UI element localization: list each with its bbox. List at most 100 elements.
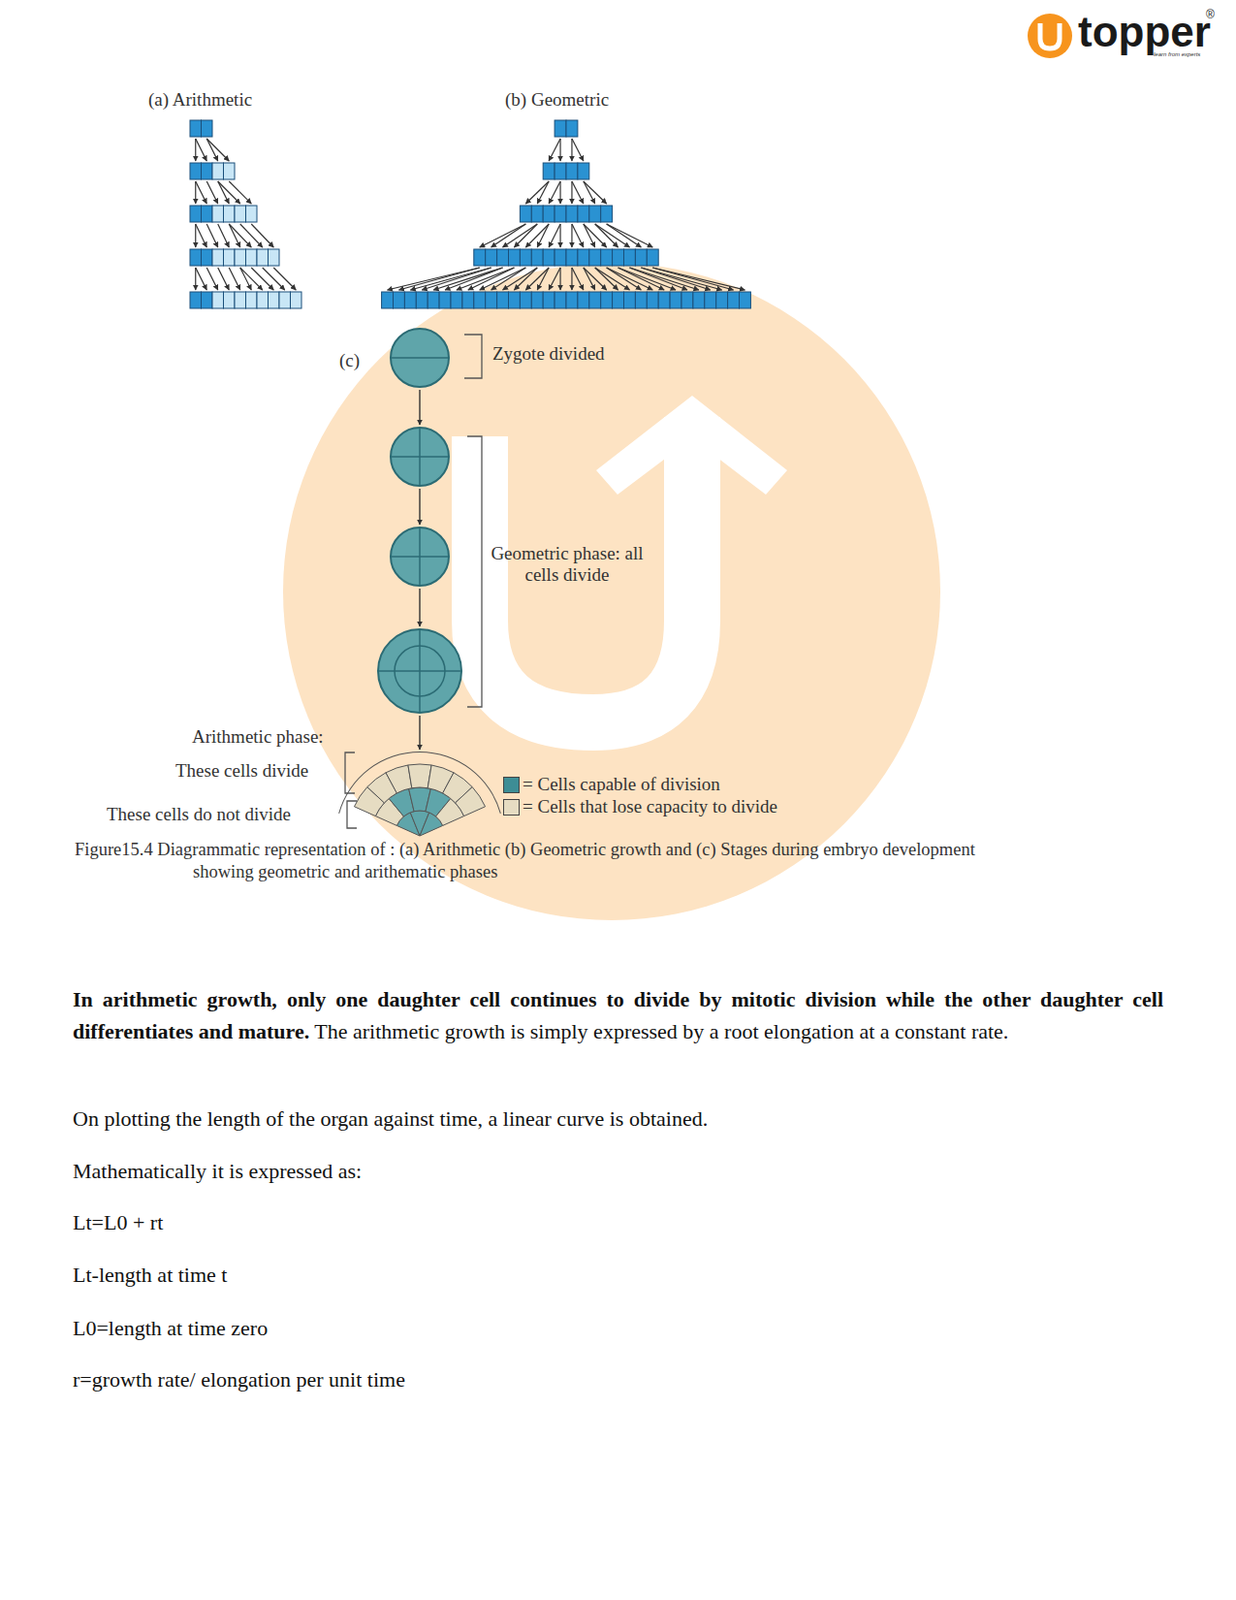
cell xyxy=(201,205,214,222)
division-arrow xyxy=(652,267,745,290)
cell xyxy=(554,120,567,137)
cell xyxy=(531,205,543,222)
cell xyxy=(612,291,625,309)
division-arrow xyxy=(206,267,219,290)
cell-wall xyxy=(418,527,421,586)
cell xyxy=(589,291,602,309)
cell xyxy=(566,120,578,137)
cell-group-label: These cells divide xyxy=(175,760,309,782)
cell xyxy=(519,205,532,222)
cell xyxy=(485,249,498,266)
cell xyxy=(290,291,303,309)
cell xyxy=(190,249,202,266)
embryo-stages xyxy=(338,328,502,836)
equation: Lt=L0 + rt xyxy=(72,1205,163,1238)
cell xyxy=(462,291,475,309)
phase-label: Arithmetic phase: xyxy=(191,726,324,748)
division-arrow xyxy=(228,223,241,248)
logo-text: topper xyxy=(1077,7,1211,57)
cell xyxy=(246,291,258,309)
cell xyxy=(601,205,613,222)
cell xyxy=(566,249,578,266)
cell xyxy=(728,291,740,309)
body-text: On plotting the length of the organ agai… xyxy=(72,1102,708,1135)
cell xyxy=(554,249,567,266)
division-arrow xyxy=(559,223,561,248)
cell xyxy=(246,205,258,222)
cell xyxy=(577,291,590,309)
division-arrow xyxy=(571,267,584,290)
cell xyxy=(246,249,258,266)
cell xyxy=(566,162,578,180)
embryo-cell xyxy=(390,527,449,586)
cell xyxy=(508,249,521,266)
non-dividing-cells-bracket xyxy=(347,800,357,828)
registered-mark: ® xyxy=(1205,7,1215,22)
outer-wall xyxy=(338,751,502,814)
division-arrow xyxy=(503,267,539,290)
cell xyxy=(212,291,224,309)
cell xyxy=(589,249,602,266)
division-arrow xyxy=(206,138,229,161)
cell xyxy=(531,291,543,309)
figure-part-label: (b) Geometric xyxy=(505,89,609,111)
cell xyxy=(531,249,543,266)
division-arrow xyxy=(195,138,208,161)
cell xyxy=(212,205,224,222)
cell xyxy=(223,205,236,222)
cell xyxy=(542,249,555,266)
cell xyxy=(256,249,269,266)
division-arrow xyxy=(240,267,253,290)
division-arrow xyxy=(583,223,607,248)
cell-wall xyxy=(390,356,449,359)
watermark-circle xyxy=(283,262,941,920)
cell xyxy=(201,291,214,309)
division-arrow xyxy=(479,223,527,248)
division-arrow xyxy=(537,181,549,204)
division-arrow xyxy=(218,267,230,290)
cell-wall xyxy=(394,645,445,697)
division-arrow xyxy=(583,181,596,204)
division-arrow xyxy=(218,223,230,248)
geometric-growth xyxy=(381,120,752,309)
division-arrow xyxy=(206,223,219,248)
division-arrow xyxy=(195,223,208,248)
cell xyxy=(519,291,532,309)
division-arrow xyxy=(525,267,549,290)
cell xyxy=(223,249,236,266)
cell xyxy=(577,249,590,266)
cell xyxy=(268,249,281,266)
cell xyxy=(634,249,647,266)
logo-u xyxy=(1040,23,1060,49)
division-arrow xyxy=(194,223,196,248)
division-arrow xyxy=(583,223,596,248)
arithmetic-growth xyxy=(190,120,302,309)
cell xyxy=(415,291,428,309)
division-arrow xyxy=(571,138,584,161)
cell-group-label: These cells do not divide xyxy=(106,803,291,825)
cell xyxy=(404,291,416,309)
cell xyxy=(589,205,602,222)
cell xyxy=(497,249,509,266)
cell xyxy=(268,291,281,309)
division-arrow xyxy=(513,223,538,248)
cell xyxy=(450,291,463,309)
dividing-cells-bracket xyxy=(345,752,355,793)
division-arrow xyxy=(206,138,219,161)
cell-wall xyxy=(418,629,421,713)
cell xyxy=(223,162,236,180)
figure-caption: Figure15.4 Diagrammatic representation o… xyxy=(74,838,1006,884)
figure-part-label: (a) Arithmetic xyxy=(148,89,253,111)
cell xyxy=(223,291,236,309)
cell xyxy=(624,291,636,309)
embryo-cell xyxy=(378,629,462,713)
cell xyxy=(681,291,694,309)
division-arrow xyxy=(570,223,572,248)
legend-swatch xyxy=(503,776,520,793)
cell xyxy=(190,120,202,137)
legend-text: = Cells capable of division xyxy=(522,773,721,795)
division-arrow xyxy=(583,267,596,290)
cell xyxy=(497,291,509,309)
cell xyxy=(234,291,247,309)
division-arrow xyxy=(583,267,607,290)
